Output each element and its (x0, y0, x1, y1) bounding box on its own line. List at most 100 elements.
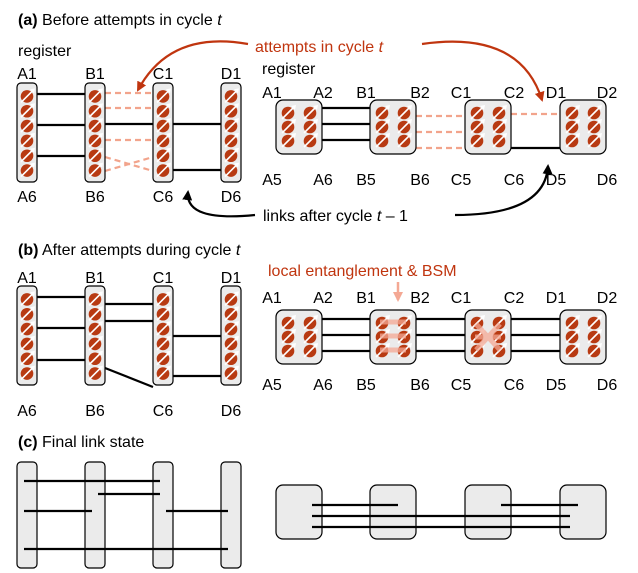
links-arrow-left (182, 190, 256, 218)
qubit-spin-icon (224, 306, 239, 321)
register-label: D2 (597, 290, 618, 307)
qubit-spin-icon (565, 105, 580, 120)
qubit-spin-icon (156, 306, 171, 321)
register-square (369, 484, 417, 540)
register-column (152, 285, 174, 386)
register-label: B5 (356, 377, 376, 394)
attempts-arrow-right (421, 40, 545, 102)
qubit-spin-icon (397, 133, 412, 148)
qubit-spin-icon (156, 365, 171, 381)
register-label: B1 (356, 85, 376, 102)
qubit-spin-icon (565, 343, 580, 358)
links-after-label: links after cycle t – 1 (263, 208, 408, 225)
register-label: C6 (153, 189, 174, 206)
register-square (369, 99, 417, 155)
qubit-spin-icon (20, 147, 35, 163)
register-label: D6 (221, 403, 242, 420)
register-label: B6 (410, 172, 430, 189)
qubit-spin-icon (565, 329, 580, 344)
register-label: D1 (221, 66, 242, 83)
register-label: A2 (313, 85, 333, 102)
register-label: D2 (597, 85, 618, 102)
qubit-spin-icon (587, 343, 602, 358)
qubit-spin-icon (565, 133, 580, 148)
qubit-spin-icon (88, 88, 103, 103)
qubit-spin-icon (156, 335, 171, 351)
qubit-spin-icon (492, 133, 507, 148)
register-label: C1 (451, 290, 472, 307)
register-column (152, 461, 174, 569)
panel-c-title: (c) Final link state (18, 434, 144, 451)
register-square (275, 484, 323, 540)
qubit-spin-icon (156, 132, 171, 148)
register-column (84, 461, 106, 569)
register-label: C2 (504, 290, 525, 307)
qubit-spin-icon (224, 162, 239, 178)
qubit-spin-icon (303, 119, 318, 134)
qubit-spin-icon (224, 335, 239, 351)
qubit-spin-icon (281, 133, 296, 148)
register-label: A1 (17, 66, 37, 83)
qubit-spin-icon (397, 105, 412, 120)
qubit-spin-icon (20, 132, 35, 148)
link-dashed (104, 155, 154, 173)
register-label: C5 (451, 172, 472, 189)
qubit-spin-icon (375, 105, 390, 120)
register-label: B6 (85, 403, 105, 420)
qubit-spin-icon (88, 365, 103, 381)
qubit-spin-icon (565, 315, 580, 330)
register-square (464, 99, 512, 155)
register-label: A6 (17, 403, 37, 420)
qubit-spin-icon (587, 105, 602, 120)
register-label: A1 (262, 85, 282, 102)
register-label: C6 (504, 172, 525, 189)
qubit-spin-icon (156, 88, 171, 103)
qubit-spin-icon (587, 329, 602, 344)
register-column (152, 82, 174, 183)
qubit-spin-icon (224, 365, 239, 381)
attempts-arrow-left (137, 40, 249, 92)
register-label: A6 (313, 377, 333, 394)
register-label: D1 (546, 290, 567, 307)
qubit-spin-icon (375, 119, 390, 134)
register-label: C6 (504, 377, 525, 394)
register-label-left: register (18, 43, 72, 60)
register-label: D5 (546, 377, 567, 394)
qubit-spin-icon (20, 321, 35, 336)
qubit-spin-icon (20, 365, 35, 381)
register-label: A5 (262, 172, 282, 189)
register-label: C1 (153, 66, 174, 83)
register-column (220, 461, 242, 569)
qubit-spin-icon (224, 88, 239, 103)
qubit-spin-icon (224, 350, 239, 366)
qubit-spin-icon (88, 350, 103, 366)
qubit-spin-icon (88, 335, 103, 351)
register-label-right: register (262, 61, 316, 78)
qubit-spin-icon (88, 306, 103, 321)
qubit-spin-icon (20, 306, 35, 321)
link-solid (104, 366, 154, 389)
qubit-spin-icon (281, 105, 296, 120)
local-entanglement-label: local entanglement & BSM (268, 263, 457, 280)
qubit-spin-icon (156, 321, 171, 336)
register-square (275, 309, 323, 365)
qubit-spin-icon (565, 119, 580, 134)
qubit-spin-icon (281, 329, 296, 344)
qubit-spin-icon (88, 103, 103, 118)
qubit-spin-icon (492, 119, 507, 134)
register-label: C1 (451, 85, 472, 102)
register-label: A5 (262, 377, 282, 394)
qubit-spin-icon (492, 105, 507, 120)
qubit-spin-icon (20, 88, 35, 103)
qubit-spin-icon (303, 315, 318, 330)
qubit-spin-icon (156, 118, 171, 133)
qubit-spin-icon (303, 105, 318, 120)
qubit-spin-icon (88, 132, 103, 148)
qubit-spin-icon (20, 118, 35, 133)
register-square (275, 99, 323, 155)
qubit-spin-icon (470, 105, 485, 120)
register-label: C1 (153, 270, 174, 287)
qubit-spin-icon (156, 103, 171, 118)
